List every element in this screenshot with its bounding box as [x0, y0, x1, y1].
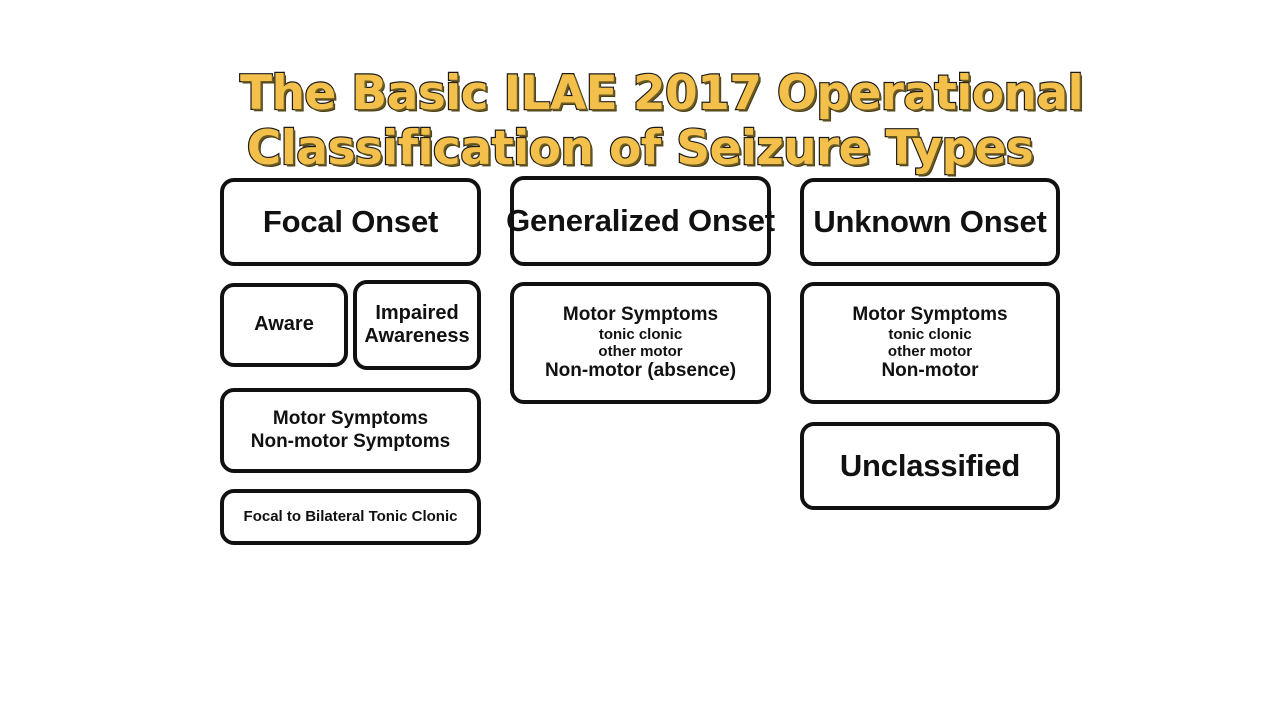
box-unknown-symptoms-line-1: Motor Symptoms [852, 303, 1008, 325]
box-focal-to-bilateral-tonic-clonic-line-1: Focal to Bilateral Tonic Clonic [243, 508, 458, 526]
box-focal-symptoms-line-2: Non-motor Symptoms [250, 430, 451, 452]
box-generalized-onset[interactable]: Generalized Onset [506, 176, 775, 266]
box-generalized-onset-label: Generalized Onset [506, 203, 775, 239]
box-generalized-symptoms-line-1: Motor Symptoms [562, 303, 719, 325]
box-focal-to-bilateral-tonic-clonic[interactable]: Focal to Bilateral Tonic Clonic [220, 489, 481, 545]
box-unknown-symptoms-line-4: Non-motor [881, 360, 979, 382]
box-unknown-symptoms-line-3: other motor [887, 343, 973, 360]
box-unknown-onset[interactable]: Unknown Onset [800, 178, 1060, 266]
box-unclassified[interactable]: Unclassified [800, 422, 1060, 510]
box-unknown-symptoms-line-2: tonic clonic [888, 325, 972, 343]
box-generalized-symptoms-line-3: other motor [598, 343, 683, 360]
box-generalized-symptoms-line-2: tonic clonic [598, 325, 683, 343]
box-generalized-symptoms[interactable]: Motor Symptoms tonic clonic other motor … [510, 282, 771, 404]
box-unclassified-label: Unclassified [839, 448, 1021, 484]
box-impaired-awareness-line-2: Awareness [364, 325, 470, 347]
page-title-line-1: The Basic ILAE 2017 Operational [239, 65, 1085, 122]
page-title-line-2: Classification of Seizure Types [246, 120, 1035, 177]
box-aware[interactable]: Aware [220, 283, 348, 367]
box-focal-symptoms[interactable]: Motor Symptoms Non-motor Symptoms [220, 388, 481, 473]
page-title: The Basic ILAE 2017 Operational Classifi… [239, 65, 1085, 177]
box-focal-onset-label: Focal Onset [262, 204, 439, 240]
box-impaired-awareness-line-1: Impaired [375, 301, 459, 324]
box-impaired-awareness[interactable]: Impaired Awareness [353, 280, 481, 370]
box-unknown-symptoms[interactable]: Motor Symptoms tonic clonic other motor … [800, 282, 1060, 404]
box-unknown-onset-label: Unknown Onset [813, 204, 1047, 240]
box-aware-line-1: Aware [254, 313, 314, 336]
box-generalized-symptoms-line-4: Non-motor (absence) [544, 360, 737, 382]
box-focal-onset[interactable]: Focal Onset [220, 178, 481, 266]
box-focal-symptoms-line-1: Motor Symptoms [272, 408, 429, 430]
